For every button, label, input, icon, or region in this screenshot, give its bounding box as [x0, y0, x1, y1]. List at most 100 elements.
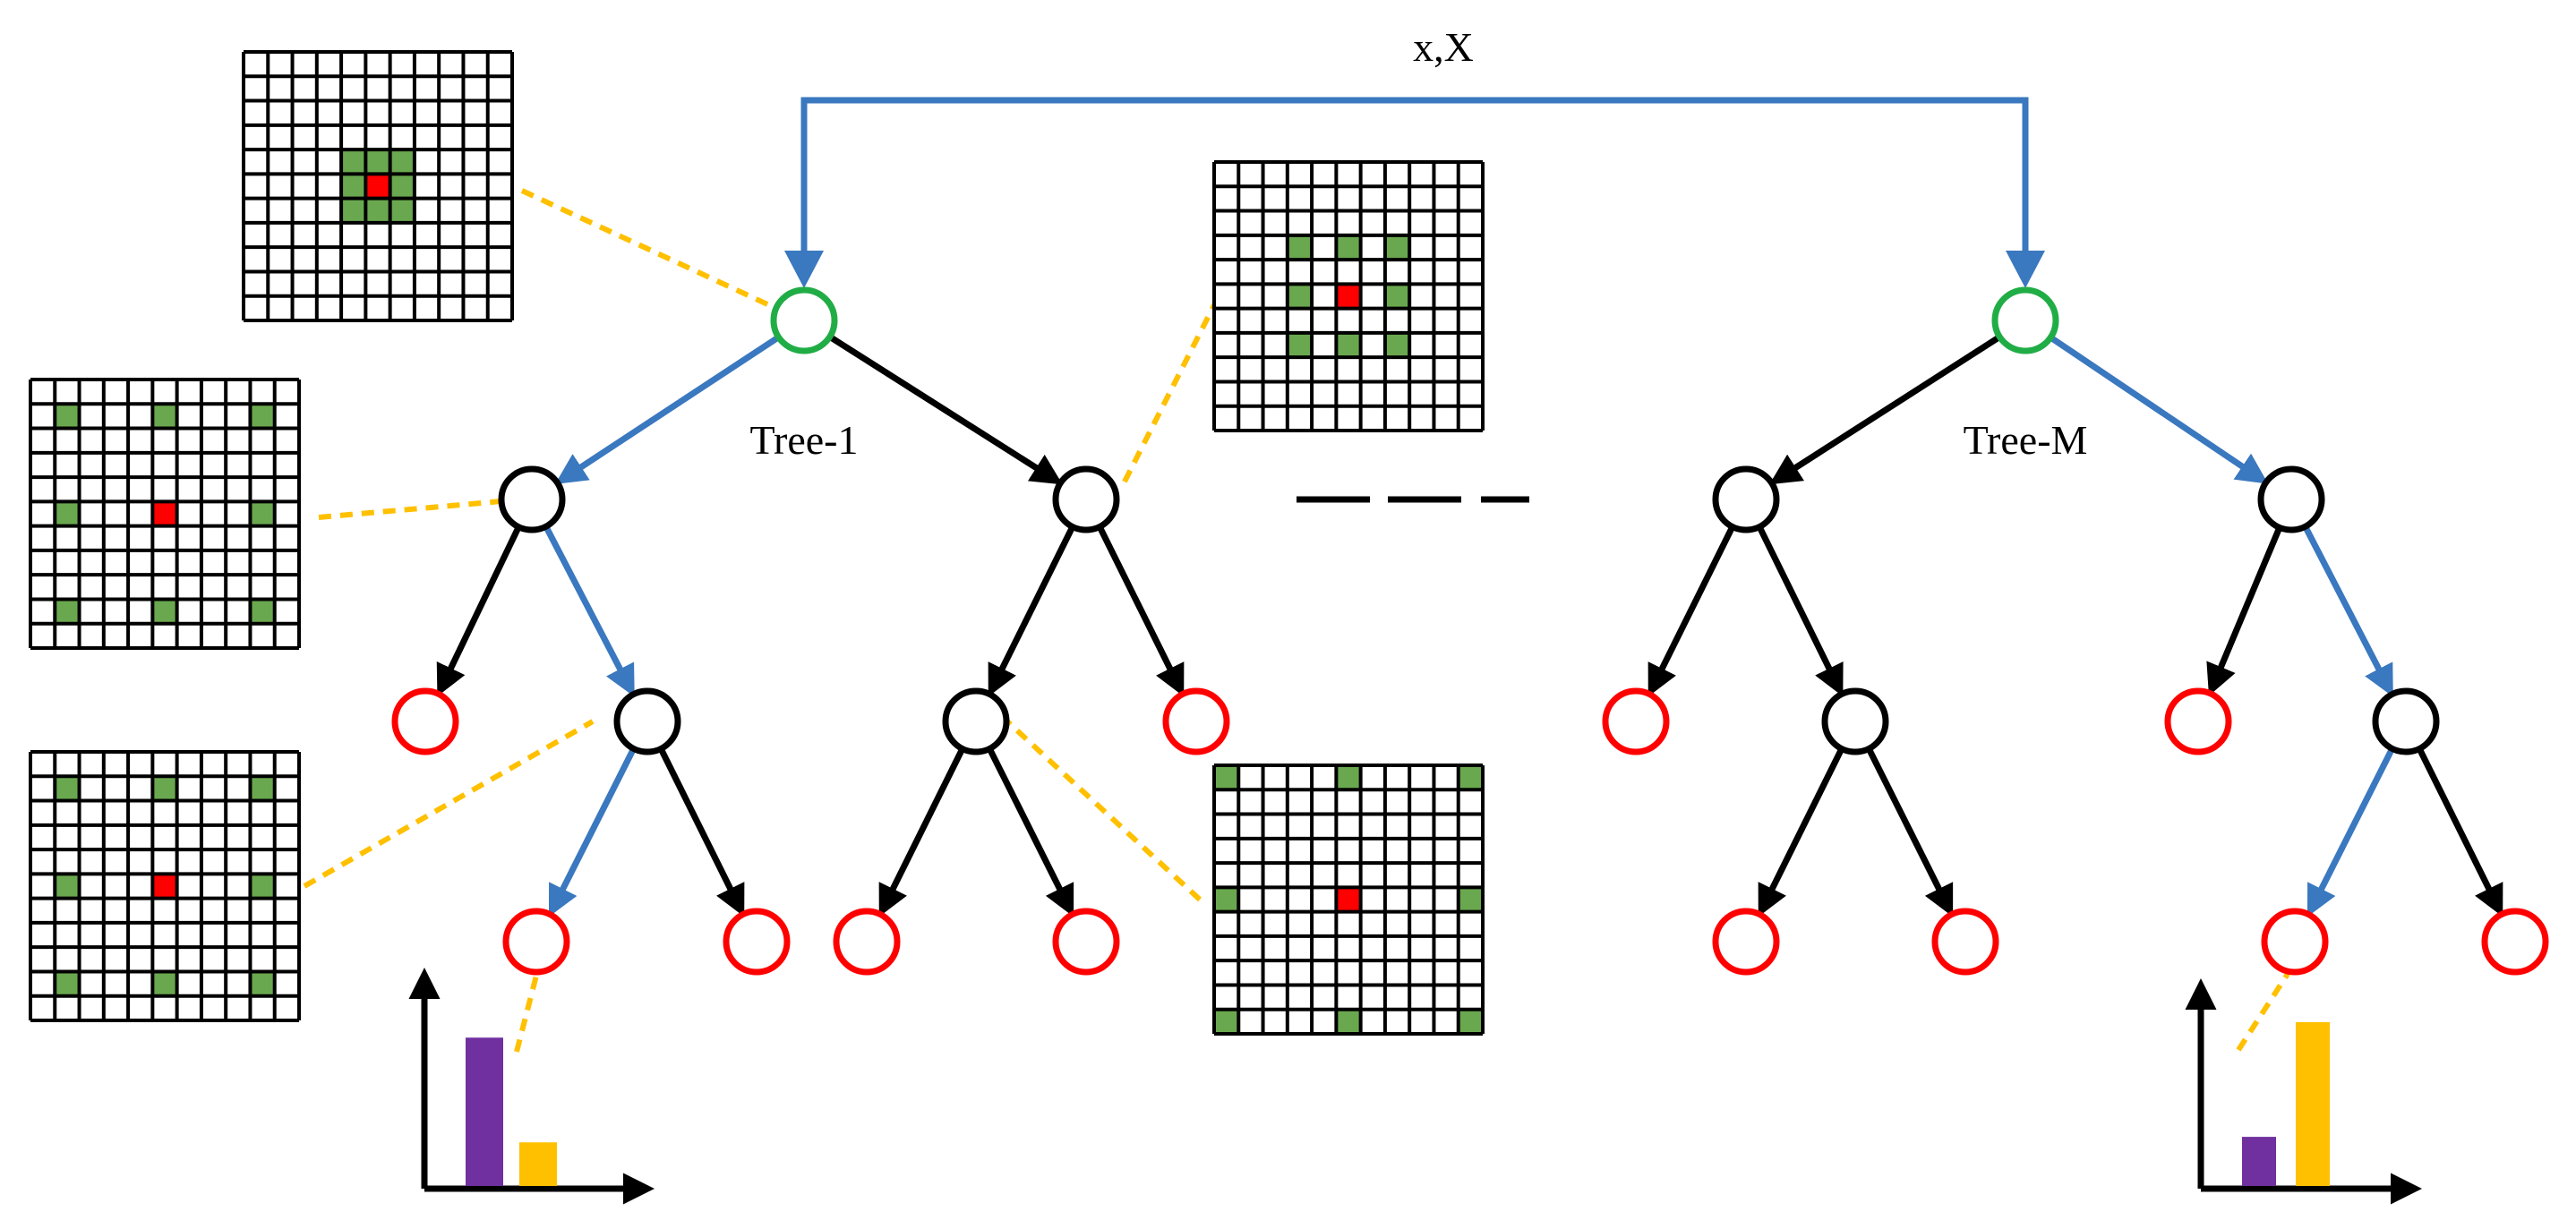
- tree-edge: [987, 747, 1074, 917]
- tree-edge: [657, 747, 745, 917]
- grid-neighbor-cell: [55, 404, 80, 429]
- grid-neighbor-cell: [1336, 235, 1361, 260]
- tree-edge: [2306, 747, 2395, 917]
- histogram-bar: [519, 1142, 557, 1186]
- tree-edge: [2049, 335, 2269, 484]
- grid-neighbor-cell: [1384, 332, 1410, 358]
- grid-neighbor-cell: [1458, 765, 1483, 790]
- grid-neighbor-cell: [250, 874, 275, 899]
- dashed-connector: [520, 188, 779, 311]
- grid-neighbor-cell: [389, 149, 415, 175]
- grid-neighbor-cell: [1336, 332, 1361, 358]
- grid-neighbor-cell: [1458, 1009, 1483, 1034]
- dashed-connectors: [303, 188, 2290, 1053]
- grid-neighbor-cell: [55, 599, 80, 624]
- grid-neighbor-cell: [389, 174, 415, 199]
- histogram-bar: [466, 1037, 503, 1186]
- grid-neighbor-cell: [55, 971, 80, 996]
- split-node: [1821, 687, 1889, 755]
- histogram-bar: [2296, 1022, 2330, 1186]
- grid-neighbor-cell: [152, 599, 177, 624]
- grid-neighbor-cell: [55, 874, 80, 899]
- grid-neighbor-cell: [250, 501, 275, 526]
- tree-edge: [1758, 747, 1845, 917]
- tree-edge: [554, 334, 781, 484]
- dashed-connector: [514, 971, 540, 1053]
- tree-edge: [1647, 525, 1736, 697]
- root-node: [770, 286, 838, 354]
- grid-neighbor-cell: [250, 776, 275, 801]
- split-node: [2257, 465, 2325, 533]
- tree-edge: [878, 747, 966, 917]
- grid-left-2: [29, 750, 301, 1022]
- dashed-connector: [1121, 296, 1220, 485]
- split-node: [1052, 465, 1120, 533]
- grid-neighbor-cell: [365, 198, 390, 223]
- grid-neighbor-cell: [341, 149, 366, 175]
- grid-neighbor-cell: [55, 501, 80, 526]
- leaf-node: [1052, 908, 1120, 976]
- tree-edge: [543, 525, 635, 697]
- grid-center-cell: [152, 501, 177, 526]
- grid-center-cell: [1336, 887, 1361, 912]
- split-node: [613, 687, 681, 755]
- leaf-node: [1162, 687, 1230, 755]
- input-arrowhead: [784, 251, 824, 288]
- tree-nodes: [391, 286, 2549, 976]
- grid-right-2: [1212, 764, 1485, 1036]
- tree-first-label: Tree-1: [750, 417, 859, 463]
- leaf-node: [1712, 908, 1780, 976]
- split-node: [942, 687, 1010, 755]
- leaf-histograms: [408, 968, 2422, 1205]
- grid-neighbor-cell: [1384, 235, 1410, 260]
- grid-neighbor-cell: [341, 174, 366, 199]
- tree-edge: [988, 525, 1076, 697]
- tree-edge: [1096, 525, 1185, 697]
- histogram-tree-m: [2185, 978, 2422, 1205]
- tree-edge: [1866, 747, 1954, 917]
- input-arrowhead: [2006, 251, 2045, 288]
- leaf-node: [1931, 908, 1999, 976]
- grid-neighbor-cell: [1336, 1009, 1361, 1034]
- tree-edges: [436, 97, 2503, 917]
- grid-root: [242, 50, 514, 322]
- grid-neighbor-cell: [1287, 284, 1313, 309]
- tree-edge: [2416, 747, 2503, 917]
- neighborhood-grids: [29, 50, 1485, 1036]
- grid-neighbor-cell: [1336, 765, 1361, 790]
- leaf-node: [2261, 908, 2329, 976]
- tree-last-label: Tree-M: [1964, 417, 2088, 463]
- grid-center-cell: [152, 874, 177, 899]
- tree-edge: [1769, 334, 2002, 485]
- leaf-node: [391, 687, 459, 755]
- histogram-bar: [2242, 1137, 2276, 1186]
- grid-neighbor-cell: [152, 971, 177, 996]
- root-node: [1991, 286, 2059, 354]
- split-node: [1712, 465, 1780, 533]
- grid-neighbor-cell: [1214, 765, 1239, 790]
- tree-edge: [2206, 526, 2283, 696]
- tree-edge: [436, 525, 522, 697]
- split-node: [2372, 687, 2440, 755]
- grid-center-cell: [365, 174, 390, 199]
- dashed-connector: [303, 719, 595, 889]
- grid-neighbor-cell: [1214, 1009, 1239, 1034]
- grid-neighbor-cell: [152, 404, 177, 429]
- leaf-node: [2164, 687, 2232, 755]
- grid-neighbor-cell: [365, 149, 390, 175]
- histogram-tree-1: [408, 968, 655, 1205]
- dashed-connector: [2236, 972, 2290, 1052]
- grid-center-cell: [1336, 284, 1361, 309]
- dashed-connector: [1005, 719, 1202, 902]
- grid-neighbor-cell: [389, 198, 415, 223]
- dashed-connector: [318, 499, 502, 520]
- leaf-node: [833, 908, 901, 976]
- tree-edge: [1756, 525, 1844, 697]
- leaf-node: [1602, 687, 1670, 755]
- grid-right-1: [1212, 160, 1485, 432]
- tree-edge: [827, 334, 1063, 485]
- grid-neighbor-cell: [1458, 887, 1483, 912]
- grid-neighbor-cell: [250, 404, 275, 429]
- grid-neighbor-cell: [341, 198, 366, 223]
